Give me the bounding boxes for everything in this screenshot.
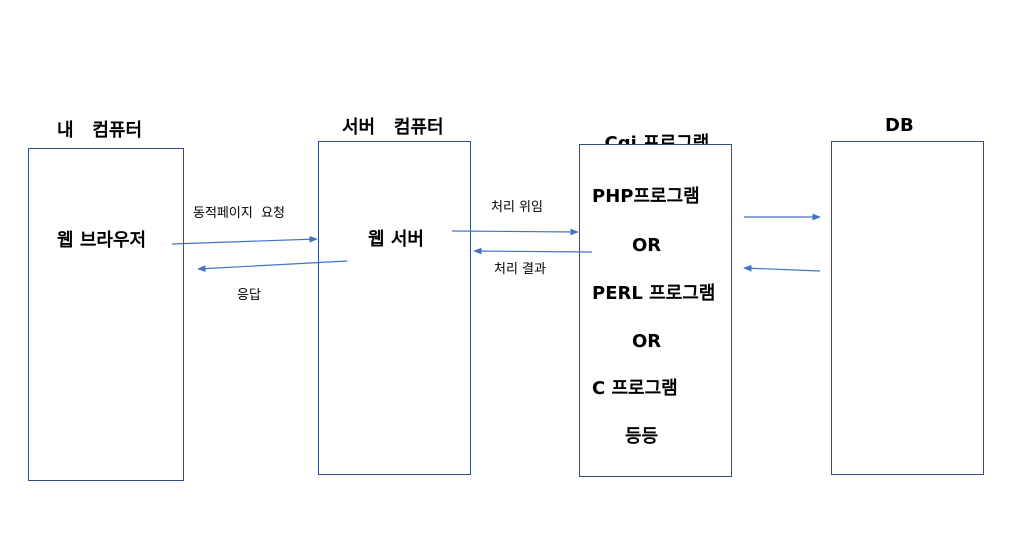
server-computer-box (318, 141, 471, 475)
web-server-label: 웹 서버 (368, 229, 424, 250)
cgi-item-c: C 프로그램 (592, 378, 678, 399)
server-computer-title: 서버 컴퓨터 (342, 117, 444, 138)
web-browser-label: 웹 브라우저 (57, 230, 147, 251)
cgi-program-box (579, 144, 732, 477)
cgi-item-perl: PERL 프로그램 (592, 283, 716, 304)
request-arrow (171, 235, 318, 245)
cgi-item-php: PHP프로그램 (592, 186, 700, 207)
delegate-label: 처리 위임 (491, 200, 543, 215)
my-computer-title: 내 컴퓨터 (57, 120, 143, 141)
db-title: DB (885, 115, 914, 136)
cgi-item-or-1: OR (632, 235, 662, 256)
response-label: 응답 (237, 288, 261, 303)
cgi-item-or-2: OR (632, 331, 662, 352)
my-computer-box (28, 148, 184, 481)
result-label: 처리 결과 (494, 262, 546, 277)
result-arrow (473, 247, 593, 255)
db-to-cgi-arrow (743, 264, 821, 272)
db-box (831, 141, 984, 475)
request-label: 동적페이지 요청 (193, 206, 285, 221)
cgi-item-etc: 등등 (625, 426, 659, 447)
